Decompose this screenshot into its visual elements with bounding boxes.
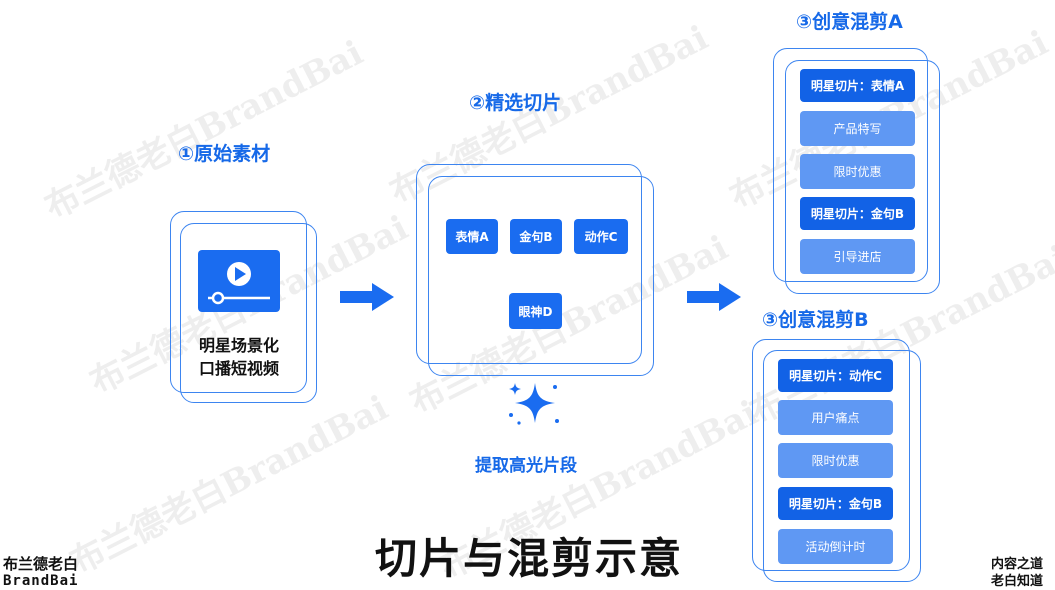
step1-title: ①原始素材 [178,143,271,165]
chip-action-c: 动作C [574,219,628,254]
main-title: 切片与混剪示意 [375,534,684,583]
corner-slogan: 内容之道 老白知道 [991,556,1043,590]
mix-a-row-5: 引导进店 [800,239,915,274]
step2-frame-inner [428,176,654,376]
mix-a-row-1: 明星切片：表情A [800,69,915,102]
step3a-frame-outer [773,48,928,282]
mix-a-row-4: 明星切片：金句B [800,197,915,230]
brand-line2: BrandBai [3,573,79,589]
video-player-icon [198,250,280,312]
step1-frame-inner [180,223,317,403]
mix-b-row-4: 明星切片：金句B [778,487,893,520]
step3b-title: ③创意混剪B [762,309,869,331]
mix-b-row-5: 活动倒计时 [778,529,893,564]
mix-a-row-3: 限时优惠 [800,154,915,189]
step3a-frame-inner [785,60,940,294]
brand-logo: 布兰德老白 BrandBai [3,556,78,590]
step1-caption: 明星场景化 口播短视频 [184,334,294,380]
mix-b-row-3: 限时优惠 [778,443,893,478]
chip-quote-b: 金句B [510,219,562,254]
step3b-frame-inner [763,350,921,582]
mix-b-row-1: 明星切片：动作C [778,359,893,392]
corner-line2: 老白知道 [991,574,1044,589]
sparkle-icon [509,383,559,425]
corner-line1: 内容之道 [991,557,1044,572]
right-arrow-icon [340,283,394,311]
step2-frame-outer [416,164,642,364]
step2-title: ②精选切片 [469,92,562,114]
watermark: 布兰德老白BrandBai [38,32,370,228]
brand-line1: 布兰德老白 [3,555,79,573]
step3b-frame-outer [752,339,910,571]
watermark: 布兰德老白BrandBai [63,387,395,583]
mix-b-row-2: 用户痛点 [778,400,893,435]
step2-caption: 提取高光片段 [475,456,577,476]
step1-caption-line1: 明星场景化 [198,336,279,355]
step1-caption-line2: 口播短视频 [198,359,279,378]
right-arrow-icon [687,283,741,311]
step3a-title: ③创意混剪A [796,11,903,33]
chip-gaze-d: 眼神D [509,293,562,329]
mix-a-row-2: 产品特写 [800,111,915,146]
step1-frame-outer [170,211,307,393]
chip-expression-a: 表情A [446,219,498,254]
